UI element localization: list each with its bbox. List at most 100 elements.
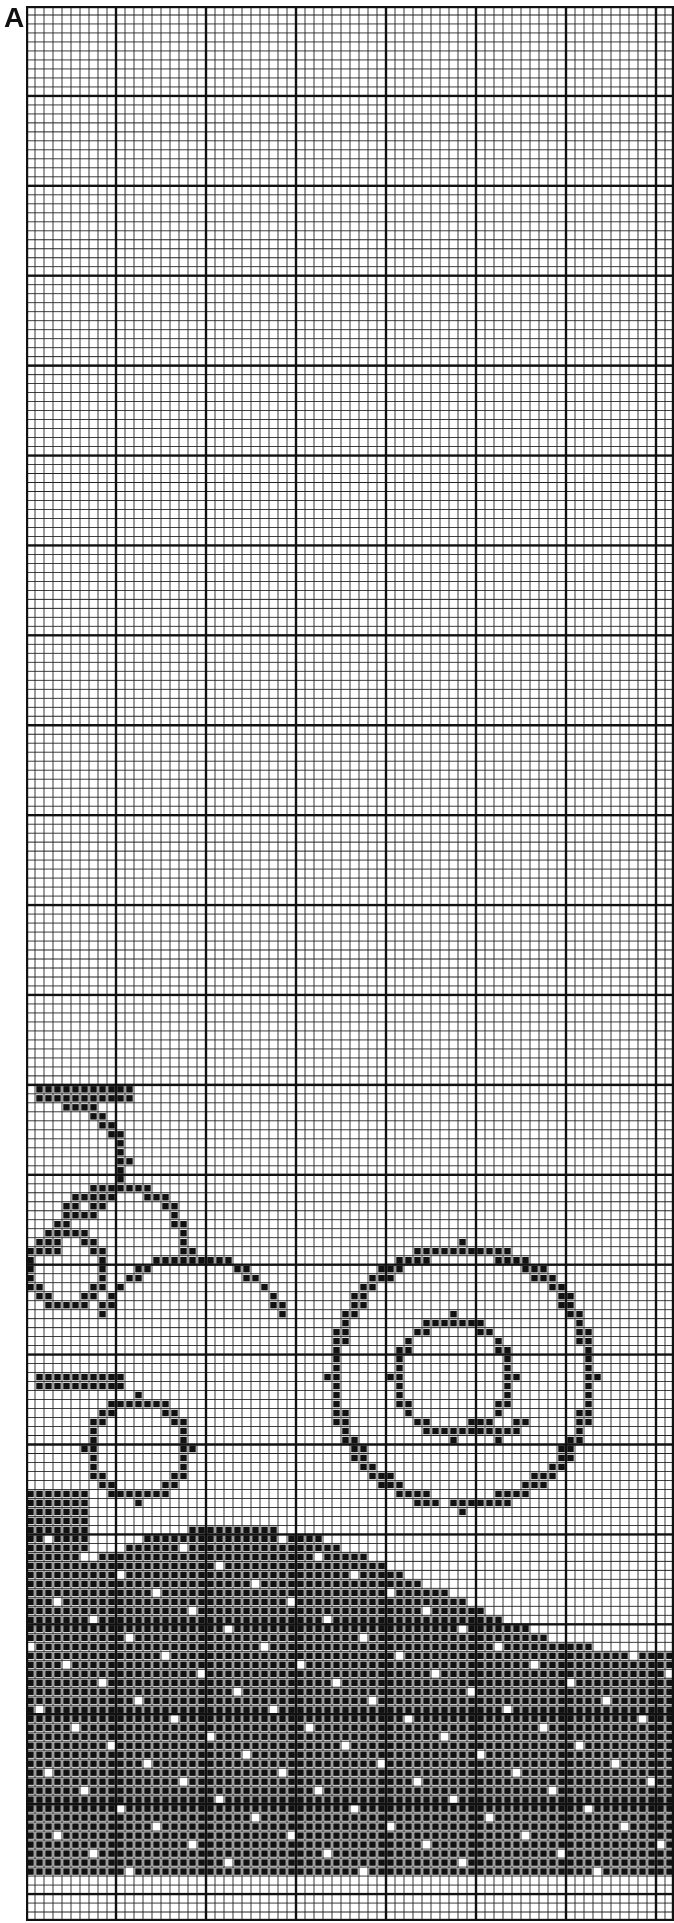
filled-block — [477, 1644, 483, 1650]
filled-block — [216, 1850, 222, 1856]
filled-block — [153, 1689, 159, 1695]
filled-block — [306, 1545, 312, 1551]
filled-block — [135, 1185, 141, 1191]
filled-block — [549, 1859, 555, 1865]
filled-block — [171, 1671, 177, 1677]
filled-block — [36, 1841, 42, 1847]
filled-block — [261, 1724, 267, 1730]
filled-block — [468, 1617, 474, 1623]
filled-block — [612, 1689, 618, 1695]
filled-block — [333, 1356, 339, 1362]
filled-block — [162, 1760, 168, 1766]
filled-block — [126, 1662, 132, 1668]
filled-block — [252, 1545, 258, 1551]
filled-block — [99, 1671, 105, 1677]
filled-block — [504, 1760, 510, 1766]
filled-block — [405, 1635, 411, 1641]
filled-block — [171, 1769, 177, 1775]
filled-block — [414, 1715, 420, 1721]
filled-block — [540, 1778, 546, 1784]
filled-block — [45, 1527, 51, 1533]
filled-block — [387, 1787, 393, 1793]
filled-block — [198, 1823, 204, 1829]
filled-block — [657, 1680, 663, 1686]
filled-block — [99, 1715, 105, 1721]
filled-block — [279, 1635, 285, 1641]
filled-block — [135, 1859, 141, 1865]
filled-block — [72, 1715, 78, 1721]
filled-block — [63, 1086, 69, 1092]
filled-block — [144, 1608, 150, 1614]
filled-block — [603, 1662, 609, 1668]
filled-block — [396, 1347, 402, 1353]
filled-block — [333, 1617, 339, 1623]
filled-block — [621, 1769, 627, 1775]
filled-block — [135, 1581, 141, 1587]
filled-block — [558, 1832, 564, 1838]
filled-block — [396, 1823, 402, 1829]
filled-block — [531, 1778, 537, 1784]
filled-block — [387, 1868, 393, 1874]
filled-block — [351, 1446, 357, 1452]
filled-block — [378, 1473, 384, 1479]
filled-block — [144, 1617, 150, 1623]
filled-block — [459, 1733, 465, 1739]
filled-block — [90, 1859, 96, 1865]
filled-block — [621, 1671, 627, 1677]
filled-block — [27, 1850, 33, 1856]
filled-block — [333, 1832, 339, 1838]
filled-block — [189, 1257, 195, 1263]
filled-block — [243, 1823, 249, 1829]
filled-block — [369, 1464, 375, 1470]
filled-block — [144, 1536, 150, 1542]
filled-block — [513, 1689, 519, 1695]
filled-block — [207, 1715, 213, 1721]
filled-block — [324, 1868, 330, 1874]
filled-block — [45, 1653, 51, 1659]
filled-block — [585, 1760, 591, 1766]
filled-block — [63, 1805, 69, 1811]
filled-block — [234, 1635, 240, 1641]
filled-block — [630, 1796, 636, 1802]
filled-block — [594, 1706, 600, 1712]
filled-block — [495, 1850, 501, 1856]
filled-block — [423, 1617, 429, 1623]
filled-block — [54, 1859, 60, 1865]
filled-block — [396, 1608, 402, 1614]
filled-block — [36, 1832, 42, 1838]
filled-block — [342, 1653, 348, 1659]
filled-block — [171, 1751, 177, 1757]
filled-block — [45, 1491, 51, 1497]
filled-block — [324, 1832, 330, 1838]
filled-block — [513, 1850, 519, 1856]
filled-block — [558, 1814, 564, 1820]
filled-block — [342, 1715, 348, 1721]
filled-block — [639, 1680, 645, 1686]
filled-block — [99, 1194, 105, 1200]
filled-block — [279, 1311, 285, 1317]
filled-block — [36, 1814, 42, 1820]
filled-block — [585, 1814, 591, 1820]
filled-block — [189, 1581, 195, 1587]
filled-block — [405, 1796, 411, 1802]
filled-block — [333, 1841, 339, 1847]
filled-block — [153, 1697, 159, 1703]
filled-block — [540, 1671, 546, 1677]
filled-block — [459, 1653, 465, 1659]
filled-block — [207, 1536, 213, 1542]
filled-block — [414, 1841, 420, 1847]
filled-block — [513, 1742, 519, 1748]
filled-block — [45, 1599, 51, 1605]
filled-block — [216, 1760, 222, 1766]
filled-block — [351, 1554, 357, 1560]
filled-block — [27, 1868, 33, 1874]
filled-block — [54, 1500, 60, 1506]
filled-block — [306, 1563, 312, 1569]
filled-block — [207, 1742, 213, 1748]
filled-block — [180, 1689, 186, 1695]
filled-block — [585, 1850, 591, 1856]
filled-block — [486, 1805, 492, 1811]
filled-block — [153, 1859, 159, 1865]
filled-block — [288, 1733, 294, 1739]
filled-block — [396, 1266, 402, 1272]
